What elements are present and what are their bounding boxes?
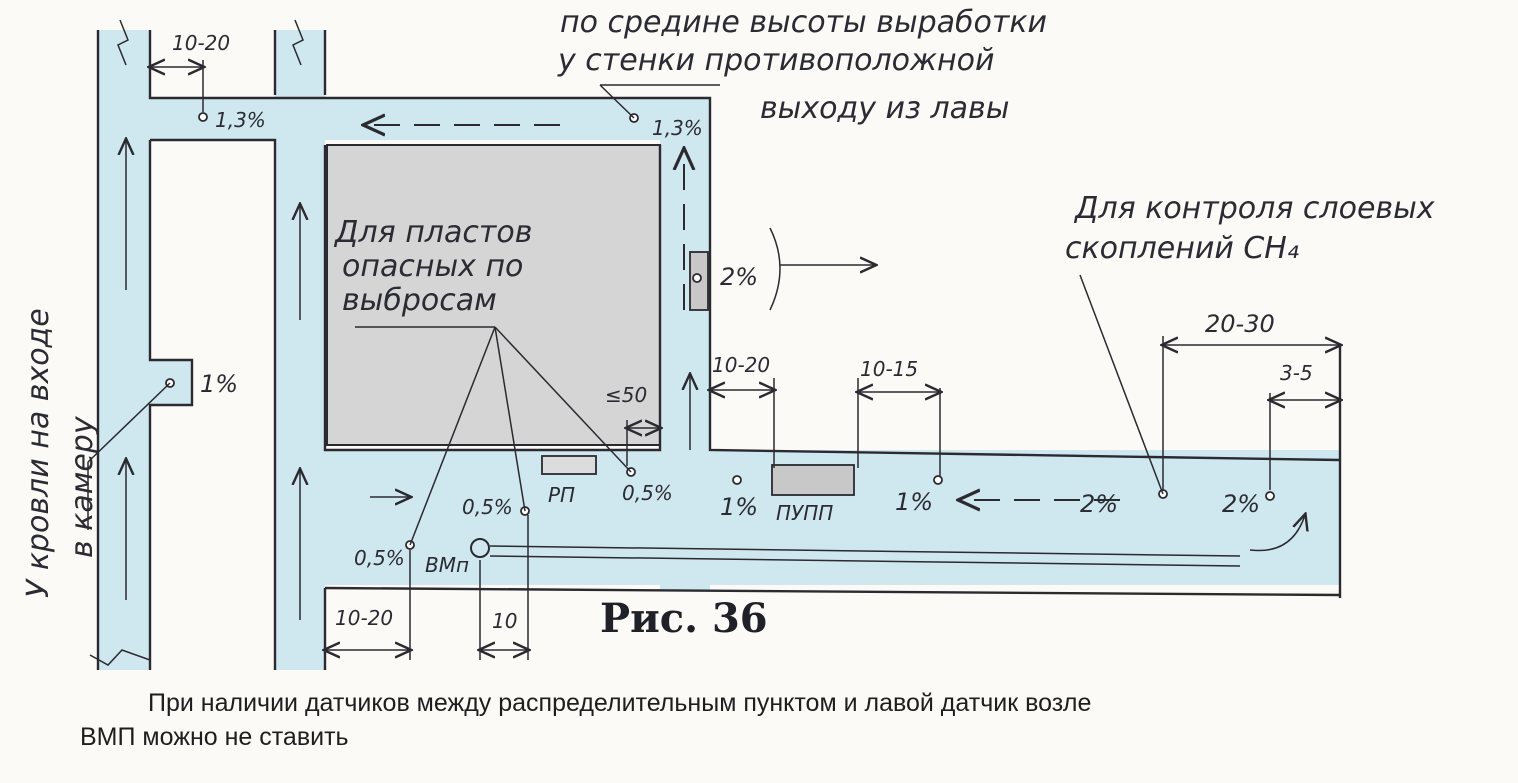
caption-line1: При наличии датчиков между распределител…	[148, 689, 1092, 717]
label-pupp: ПУПП	[776, 501, 833, 525]
caption: При наличии датчиков между распределител…	[80, 686, 1460, 754]
outburst-note-line1: Для пластов	[333, 215, 532, 250]
sensor-value-rp-left: 0,5%	[462, 495, 513, 519]
dim-right-3-5: 3-5	[1280, 361, 1313, 385]
diagram-canvas: по средине высоты выработки у стенки про…	[21, 5, 1435, 670]
longwall-block	[326, 144, 661, 446]
sensor-value-lower-d: 2%	[1222, 490, 1260, 518]
sensor-value-chamber: 1%	[200, 370, 238, 398]
figure-label: Рис. 36	[600, 595, 768, 642]
leader-lines	[87, 84, 1164, 546]
caption-line2: ВМП можно не ставить	[80, 723, 349, 751]
dimension-lines	[150, 60, 1340, 660]
sensor-value-side: 2%	[720, 263, 758, 291]
dim-top-10-20: 10-20	[172, 31, 230, 55]
layer-note-line2: скоплений CH₄	[1065, 231, 1299, 266]
label-rp: РП	[548, 483, 575, 507]
dim-bottom-10: 10	[492, 609, 517, 633]
sensor-value-lower-c: 2%	[1080, 490, 1118, 518]
top-note-line1: по средине высоты выработки	[560, 5, 1047, 40]
dim-bottom-10-20: 10-20	[335, 606, 393, 630]
sensor-value-rp-right: 0,5%	[622, 481, 673, 505]
pupp-box	[771, 464, 855, 496]
sensor-value-lower-a: 1%	[720, 493, 758, 521]
dim-mid-10-20: 10-20	[712, 353, 770, 377]
airway-fill	[98, 30, 1340, 670]
roof-note-line2: в камеру	[65, 415, 100, 558]
top-note-line3: выходу из лавы	[760, 91, 1009, 126]
vent-duct	[470, 538, 1241, 567]
dim-mid-10-15: 10-15	[860, 357, 918, 381]
label-vmp: ВМп	[425, 553, 469, 577]
dim-le-50: ≤50	[605, 383, 647, 407]
dim-right-20-30: 20-30	[1205, 310, 1275, 338]
airway-walls	[89, 19, 1342, 670]
sensor-value-lower-b: 1%	[895, 488, 933, 516]
roof-note-line1: У кровли на входе	[21, 308, 56, 598]
sensor-value-vmp: 0,5%	[354, 546, 405, 570]
sensor-value-top-left: 1,3%	[215, 108, 266, 132]
outburst-note-line2: опасных по	[342, 249, 523, 284]
distribution-point-box	[541, 455, 597, 475]
outburst-note-line3: выбросам	[342, 283, 497, 318]
top-note-line2: у стенки противоположной	[557, 43, 995, 78]
sensor-value-top-right: 1,3%	[652, 116, 703, 140]
flow-arrows	[126, 125, 1305, 620]
layer-note-line1: Для контроля слоевых	[1073, 191, 1435, 226]
